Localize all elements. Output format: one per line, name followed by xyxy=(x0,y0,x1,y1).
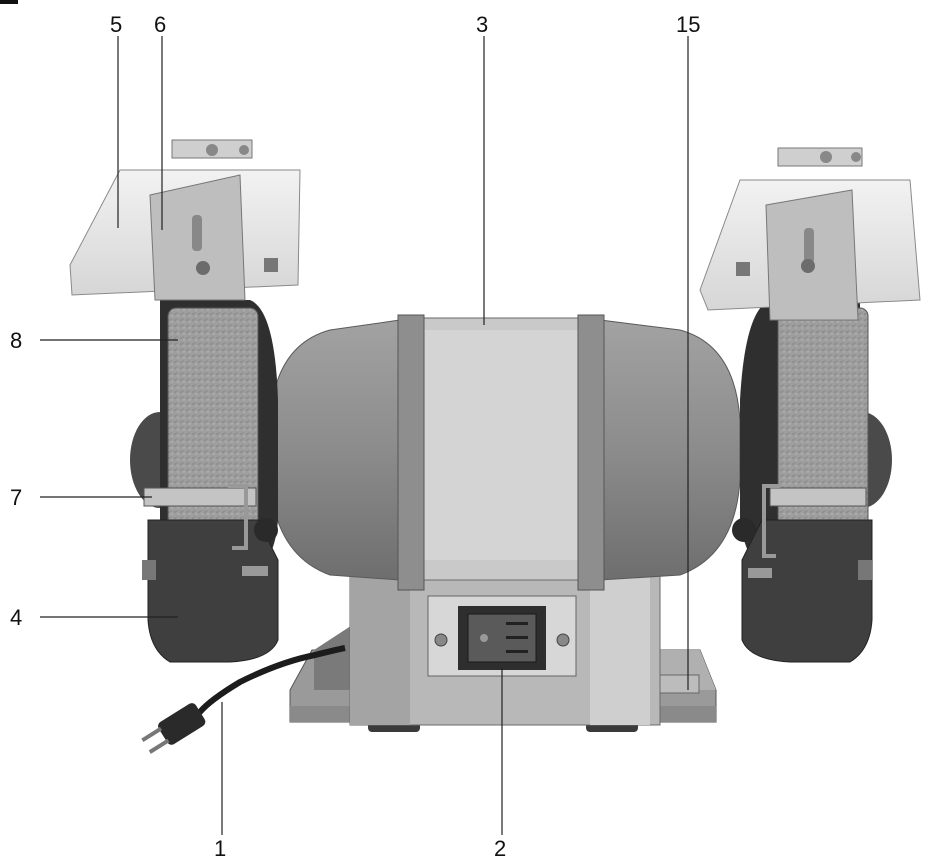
callout-3: 3 xyxy=(476,12,488,37)
callout-7: 7 xyxy=(10,485,22,510)
right-wheel-assembly xyxy=(732,300,892,663)
tool-rest-bracket-left xyxy=(228,484,248,550)
switch-symbol-icon xyxy=(480,634,488,642)
power-cable xyxy=(141,645,346,754)
corner-mark xyxy=(0,0,18,4)
callout-4: 4 xyxy=(10,605,22,630)
eye-shield-right xyxy=(699,147,921,321)
callout-8: 8 xyxy=(10,328,22,353)
left-wheel-assembly xyxy=(130,300,279,663)
callout-numbers: 5 6 3 15 8 7 4 1 2 xyxy=(10,12,700,861)
knob-icon xyxy=(254,518,278,542)
mounting-hole-right xyxy=(654,674,700,694)
callout-1: 1 xyxy=(214,836,226,861)
screw-icon xyxy=(434,633,448,647)
tool-rest-right xyxy=(769,487,867,507)
power-plug xyxy=(141,703,206,754)
screw-icon xyxy=(196,261,210,275)
tool-rest-left xyxy=(143,487,257,507)
motor-housing xyxy=(269,314,741,591)
callout-6: 6 xyxy=(154,12,166,37)
callout-2: 2 xyxy=(494,836,506,861)
screw-icon xyxy=(556,633,570,647)
callout-15: 15 xyxy=(676,12,700,37)
knob-icon xyxy=(732,518,756,542)
eye-shield-left xyxy=(69,139,301,301)
leader-lines xyxy=(40,36,689,835)
wheel-guard-right xyxy=(741,519,873,663)
callout-5: 5 xyxy=(110,12,122,37)
switch-panel xyxy=(427,595,577,677)
housing-rib-right xyxy=(577,314,605,591)
screw-icon xyxy=(801,259,815,273)
tool-rest-bracket-right xyxy=(762,484,780,558)
wheel-guard-left xyxy=(147,519,279,663)
housing-rib-left xyxy=(397,314,425,591)
